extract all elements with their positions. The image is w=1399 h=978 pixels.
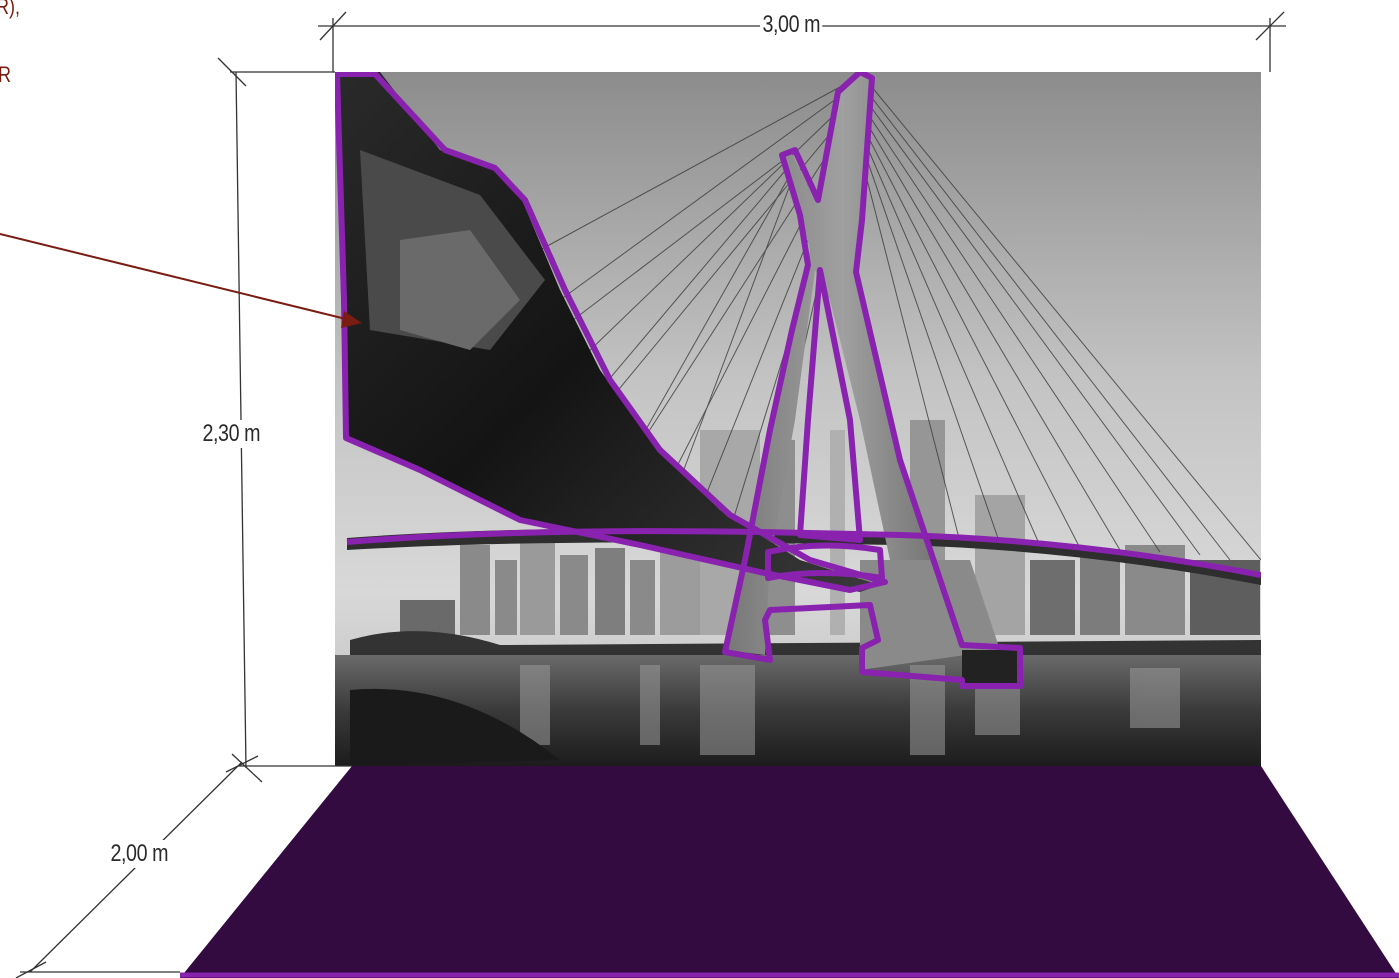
backdrop-wall <box>335 72 1261 766</box>
pylon-footing <box>962 650 1020 685</box>
cut-outline <box>335 72 1261 689</box>
city-skyline <box>400 420 1260 640</box>
riverbank <box>350 631 1261 660</box>
annotation-text-line-2: R <box>0 62 11 88</box>
deck-concrete-panel <box>400 230 520 350</box>
width-dimension-label: 3,00 m <box>760 11 823 39</box>
depth-dimension-label: 2,00 m <box>108 840 171 868</box>
stand-floor <box>180 766 1399 978</box>
height-dimension-label: 2,30 m <box>200 420 263 448</box>
annotation-text-line-1: R), <box>0 0 21 19</box>
annotation-arrow <box>0 233 362 328</box>
foreground-rocks <box>350 688 560 766</box>
stay-cables <box>539 74 1261 561</box>
